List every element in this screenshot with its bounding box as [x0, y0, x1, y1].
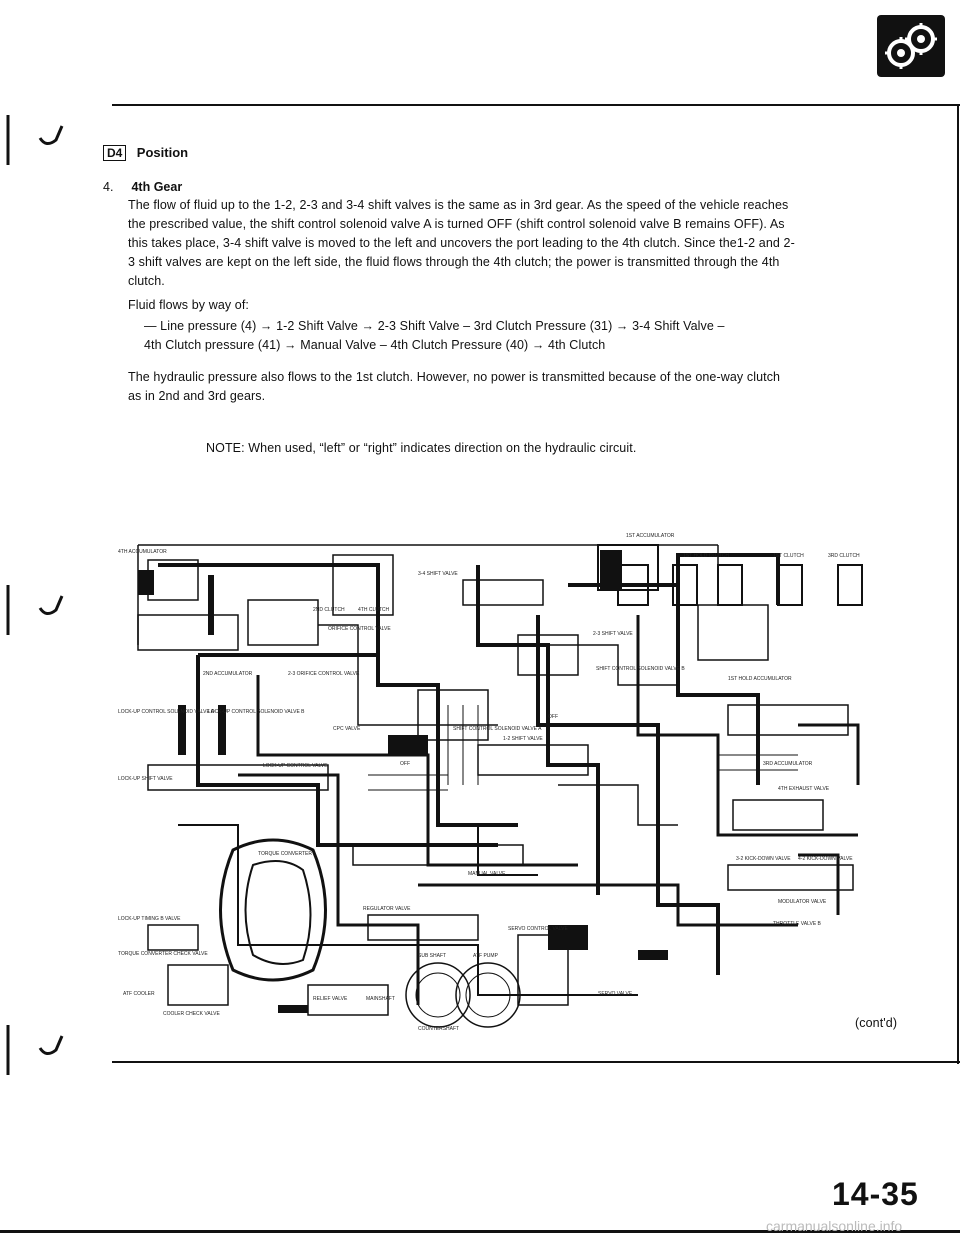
section-number: 4.	[103, 180, 114, 194]
label-cpc-valve: CPC VALVE	[333, 726, 361, 732]
d4-badge: D4	[103, 145, 127, 161]
label-relief-valve: RELIEF VALVE	[313, 996, 348, 1002]
label-1-2-shift-valve: 1-2 SHIFT VALVE	[503, 736, 543, 742]
label-4th-exhaust-valve: 4TH EXHAUST VALVE	[778, 786, 830, 792]
bottom-rule	[112, 1061, 960, 1063]
label-shift-solenoid-b: SHIFT CONTROL SOLENOID VALVE B	[596, 666, 685, 672]
label-shift-solenoid-a: SHIFT CONTROL SOLENOID VALVE A	[453, 726, 542, 732]
label-3rd-accumulator: 3RD ACCUMULATOR	[763, 761, 813, 767]
flow-line: — Line pressure (4) → 1-2 Shift Valve → …	[144, 319, 725, 333]
right-frame-rule	[957, 104, 959, 1064]
label-1st-hold-accumulator: 1ST HOLD ACCUMULATOR	[728, 676, 792, 682]
label-3rd-clutch: 3RD CLUTCH	[828, 553, 860, 559]
paragraph-line: 3 shift valves are kept on the left side…	[128, 255, 780, 269]
label-off-b: OFF	[400, 761, 410, 767]
description-paragraph: The flow of fluid up to the 1-2, 2-3 and…	[128, 196, 948, 291]
label-atf-cooler: ATF COOLER	[123, 991, 155, 997]
label-orifice-control-valve: ORIFICE CONTROL VALVE	[328, 626, 391, 632]
label-mainshaft: MAINSHAFT	[366, 996, 395, 1002]
label-servo-valve: SERVO VALVE	[598, 991, 633, 997]
flow-line: 4th Clutch pressure (41) → Manual Valve …	[144, 338, 606, 352]
page-number: 14-35	[832, 1176, 919, 1212]
label-2nd-accumulator: 2ND ACCUMULATOR	[203, 671, 253, 677]
label-2-3-orifice-control: 2-3 ORIFICE CONTROL VALVE	[288, 671, 360, 677]
label-1st-hold-clutch: 1ST HOLD CLUTCH	[683, 553, 729, 559]
binding-mark-top	[6, 115, 64, 165]
label-2nd-clutch: 2ND CLUTCH	[313, 607, 345, 613]
label-4th-clutch: 4TH CLUTCH	[358, 607, 390, 613]
footer-rule	[0, 1230, 960, 1233]
label-manual-valve: MANUAL VALVE	[468, 871, 506, 877]
label-3-2-kickdown: 3-2 KICK-DOWN VALVE	[736, 856, 791, 862]
label-1st-accumulator: 1ST ACCUMULATOR	[626, 533, 675, 539]
gear-heading: 4. 4th Gear	[103, 180, 182, 194]
label-torque-converter-check: TORQUE CONVERTER CHECK VALVE	[118, 951, 208, 957]
note-text: NOTE: When used, “left” or “right” indic…	[206, 441, 637, 455]
label-cooler-check-valve: COOLER CHECK VALVE	[163, 1011, 220, 1017]
label-lockup-shift-valve: LOCK-UP SHIFT VALVE	[118, 776, 173, 782]
label-sub-shaft: SUB SHAFT	[418, 953, 446, 959]
paragraph-line: clutch.	[128, 274, 165, 288]
transmission-logo-icon	[877, 15, 945, 77]
hydraulic-circuit-diagram: 4TH ACCUMULATOR 1ST ACCUMULATOR 1ST HOLD…	[118, 533, 863, 1032]
label-servo-control-valve: SERVO CONTROL VALVE	[508, 926, 568, 932]
paragraph-line: the prescribed value, the shift control …	[128, 217, 785, 231]
label-4-2-kickdown: 4-2 KICK-DOWN VALVE	[798, 856, 853, 862]
label-throttle-valve-b: THROTTLE VALVE B	[773, 921, 822, 927]
section-title: 4th Gear	[131, 180, 183, 194]
flow-intro: Fluid flows by way of:	[128, 298, 249, 312]
label-modulator-valve: MODULATOR VALVE	[778, 899, 827, 905]
binding-mark-bottom	[6, 1025, 64, 1075]
label-countershaft: COUNTERSHAFT	[418, 1026, 459, 1032]
binding-mark-middle	[6, 585, 64, 635]
label-off-a: OFF	[548, 714, 558, 720]
label-1st-clutch: 1ST CLUTCH	[773, 553, 804, 559]
label-lockup-solenoid-b: LOCK-UP CONTROL SOLENOID VALVE B	[208, 709, 305, 715]
watermark: carmanualsonline.info	[766, 1218, 903, 1234]
label-lockup-control-valve: LOCK-UP CONTROL VALVE	[263, 763, 328, 769]
top-rule	[112, 104, 960, 106]
label-lockup-solenoid-a: LOCK-UP CONTROL SOLENOID VALVE A	[118, 709, 215, 715]
hydraulic-paragraph: The hydraulic pressure also flows to the…	[128, 368, 948, 406]
label-2-3-shift-valve: 2-3 SHIFT VALVE	[593, 631, 633, 637]
paragraph-line: The hydraulic pressure also flows to the…	[128, 370, 781, 384]
paragraph-line: The flow of fluid up to the 1-2, 2-3 and…	[128, 198, 789, 212]
flow-path: — Line pressure (4) → 1-2 Shift Valve → …	[144, 317, 944, 355]
label-4th-accumulator: 4TH ACCUMULATOR	[118, 549, 167, 555]
label-atf-pump: ATF PUMP	[473, 953, 499, 959]
paragraph-line: this takes place, 3-4 shift valve is mov…	[128, 236, 795, 250]
label-lockup-timing-b: LOCK-UP TIMING B VALVE	[118, 916, 181, 922]
header-title: Position	[136, 145, 189, 160]
continued-label: (cont'd)	[855, 1016, 898, 1030]
label-3-4-shift-valve: 3-4 SHIFT VALVE	[418, 571, 458, 577]
paragraph-line: as in 2nd and 3rd gears.	[128, 389, 266, 403]
label-regulator-valve: REGULATOR VALVE	[363, 906, 411, 912]
label-torque-converter: TORQUE CONVERTER	[258, 851, 312, 857]
section-header: D4 Position	[103, 144, 188, 162]
